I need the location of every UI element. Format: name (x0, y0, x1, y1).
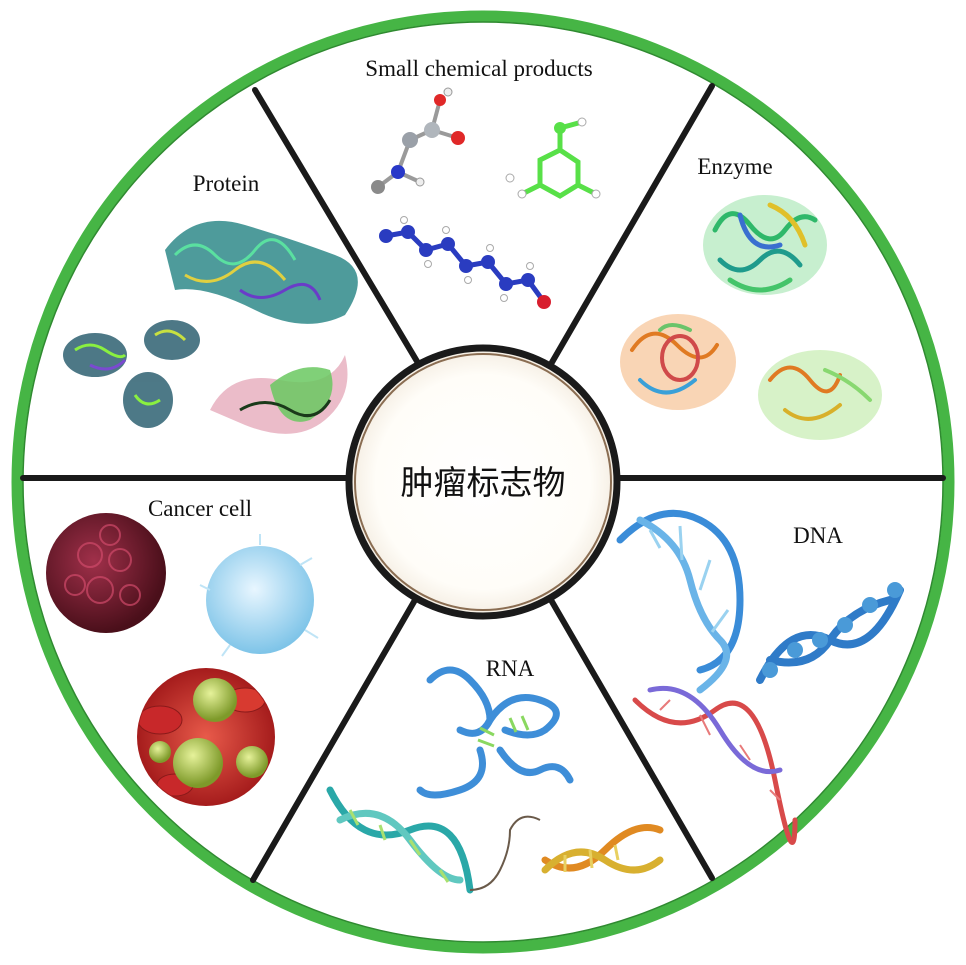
segment-dna: DNA (616, 509, 904, 845)
center-hub: 肿瘤标志物 (345, 344, 621, 620)
center-circle-inner-ring (354, 353, 612, 611)
rna-strand-icon (326, 666, 664, 894)
enzyme-label: Enzyme (697, 154, 772, 179)
divider-bottom-right (548, 597, 715, 881)
segment-small-chemical: Small chemical products (365, 56, 601, 309)
segment-protein: Protein (63, 171, 358, 434)
center-label: 肿瘤标志物 (401, 463, 566, 502)
protein-structure-icon (63, 220, 358, 434)
segment-rna: RNA (326, 656, 664, 894)
cell-icon (46, 513, 319, 806)
dna-helix-icon (616, 509, 904, 845)
segment-dividers (20, 83, 946, 883)
segment-cancer-cell: Cancer cell (46, 496, 319, 806)
center-circle (345, 344, 621, 620)
divider-bottom-left (250, 597, 418, 883)
outer-ring-inner-edge (22, 21, 944, 943)
small-chemical-label: Small chemical products (365, 56, 592, 81)
molecule-icon (371, 87, 601, 309)
rna-label: RNA (486, 656, 535, 681)
segment-enzyme: Enzyme (620, 154, 882, 440)
cancer-cell-label: Cancer cell (148, 496, 252, 521)
divider-top-right (548, 83, 715, 367)
protein-label: Protein (193, 171, 260, 196)
dna-label: DNA (793, 523, 843, 548)
divider-top-left (252, 87, 421, 366)
enzyme-structure-icon (620, 195, 882, 440)
